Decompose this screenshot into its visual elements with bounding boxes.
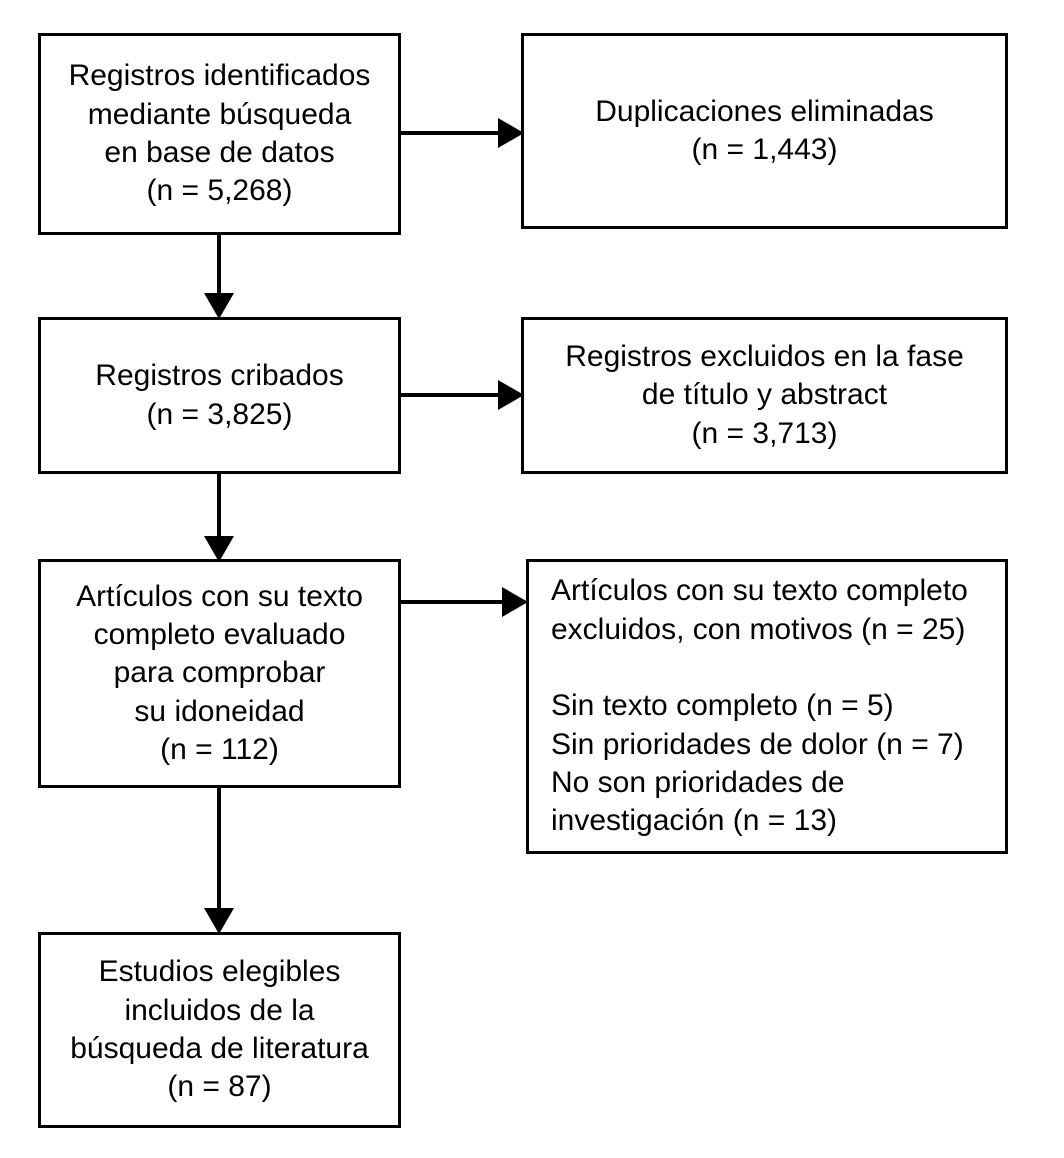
node-registros-identificados-text: Registros identificados mediante búsqued… (68, 59, 371, 208)
connector-texto-completo-to-incluidos (204, 786, 234, 934)
node-articulos-excluidos-motivos-text: Artículos con su texto completo excluido… (551, 574, 968, 838)
node-estudios-elegibles-incluidos: Estudios elegibles incluidos de la búsqu… (38, 932, 401, 1128)
node-registros-excluidos-titulo-text: Registros excluidos en la fase de título… (565, 339, 964, 450)
node-registros-cribados-text: Registros cribados (n = 3,825) (95, 359, 344, 431)
node-articulos-texto-completo-text: Artículos con su texto completo evaluado… (76, 579, 363, 767)
node-registros-identificados: Registros identificados mediante búsqued… (38, 33, 401, 235)
connector-texto-completo-to-excluidos-motivos (399, 587, 528, 617)
node-registros-cribados: Registros cribados (n = 3,825) (38, 317, 401, 474)
connector-cribado-to-excluidos-titulo (399, 380, 524, 410)
node-articulos-excluidos-motivos: Artículos con su texto completo excluido… (526, 559, 1008, 854)
node-registros-excluidos-titulo: Registros excluidos en la fase de título… (521, 317, 1008, 474)
connector-identificacion-to-duplicados (399, 118, 524, 148)
node-duplicaciones-eliminadas: Duplicaciones eliminadas (n = 1,443) (521, 33, 1008, 229)
connector-cribado-to-texto-completo (204, 472, 234, 562)
node-estudios-elegibles-incluidos-text: Estudios elegibles incluidos de la búsqu… (70, 955, 369, 1104)
connector-identificacion-to-cribado (204, 233, 234, 319)
node-duplicaciones-eliminadas-text: Duplicaciones eliminadas (n = 1,443) (595, 94, 934, 166)
node-articulos-texto-completo: Artículos con su texto completo evaluado… (38, 559, 401, 788)
